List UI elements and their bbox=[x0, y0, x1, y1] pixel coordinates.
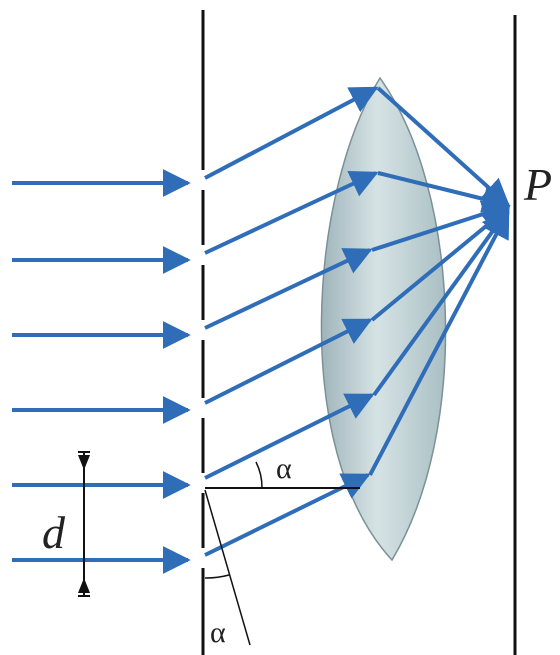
label-angle-lower: α bbox=[210, 616, 226, 649]
converging-lens bbox=[320, 76, 447, 562]
diffracted-ray bbox=[204, 86, 379, 180]
diffracted-ray bbox=[204, 170, 379, 255]
label-point-p: P bbox=[523, 159, 552, 210]
angle-arc-lower bbox=[204, 574, 230, 579]
focused-ray bbox=[368, 209, 510, 476]
focused-rays bbox=[368, 86, 511, 476]
diffracted-rays bbox=[204, 86, 379, 557]
diffracted-ray bbox=[204, 248, 373, 330]
spacing-indicator bbox=[78, 451, 90, 597]
incident-rays bbox=[12, 169, 191, 574]
focused-ray bbox=[377, 171, 511, 213]
label-spacing-d: d bbox=[42, 507, 66, 558]
label-angle-upper: α bbox=[276, 452, 292, 485]
angle-arc-upper bbox=[255, 461, 263, 489]
diffracted-ray bbox=[204, 393, 375, 480]
perpendicular-line bbox=[204, 489, 251, 646]
focused-ray bbox=[372, 207, 510, 397]
diffracted-ray bbox=[204, 318, 373, 405]
